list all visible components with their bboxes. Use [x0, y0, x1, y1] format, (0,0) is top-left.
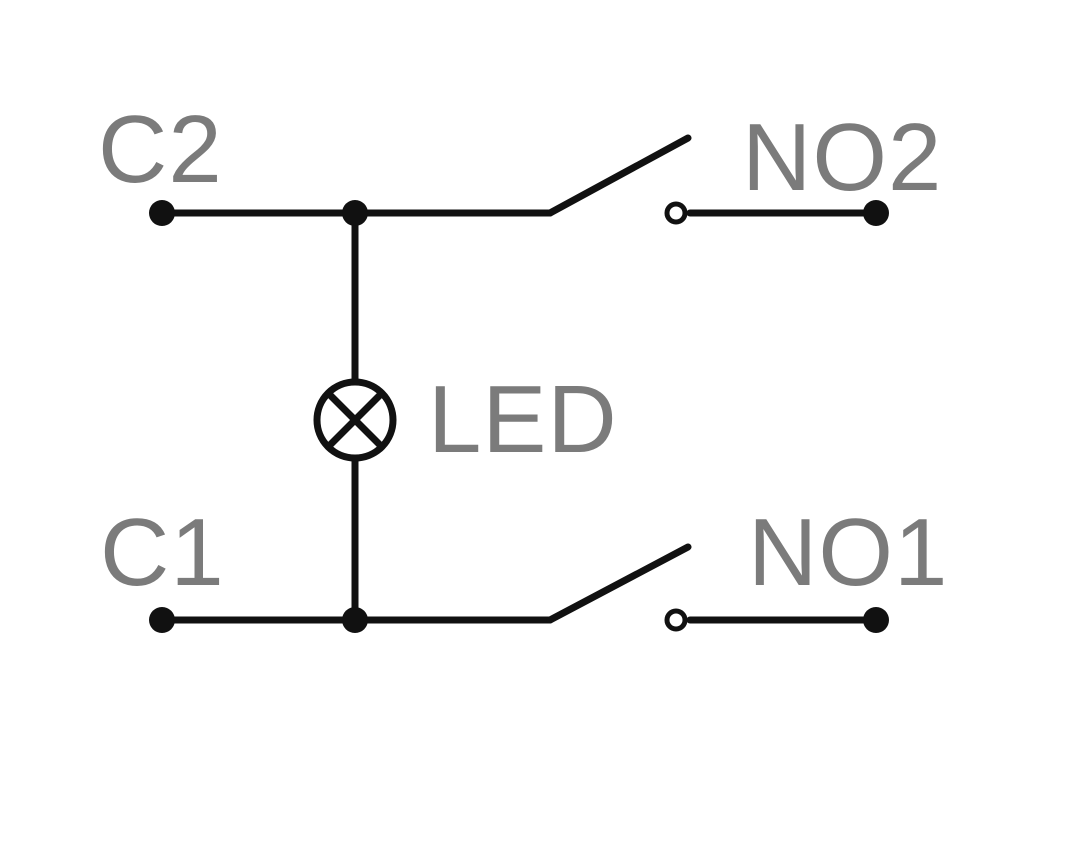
led-cross-line-2 — [325, 390, 385, 450]
label-c2: C2 — [98, 96, 223, 203]
terminal-dots — [149, 200, 889, 633]
switch2-blade — [546, 134, 692, 217]
switch2-open-contact — [664, 201, 688, 225]
label-led: LED — [428, 366, 618, 473]
label-no1: NO1 — [748, 499, 948, 606]
label-c1: C1 — [100, 499, 225, 606]
junction-bottom-dot — [342, 607, 368, 633]
labels: C2 NO2 LED C1 NO1 — [98, 96, 948, 606]
open-contacts — [664, 201, 688, 632]
switch1-open-contact — [664, 608, 688, 632]
terminal-c1-dot — [149, 607, 175, 633]
terminal-no1-dot — [863, 607, 889, 633]
terminal-no2-dot — [863, 200, 889, 226]
junction-top-dot — [342, 200, 368, 226]
terminal-c2-dot — [149, 200, 175, 226]
label-no2: NO2 — [742, 104, 942, 211]
switch1-blade — [546, 543, 692, 624]
led-symbol — [313, 378, 397, 462]
